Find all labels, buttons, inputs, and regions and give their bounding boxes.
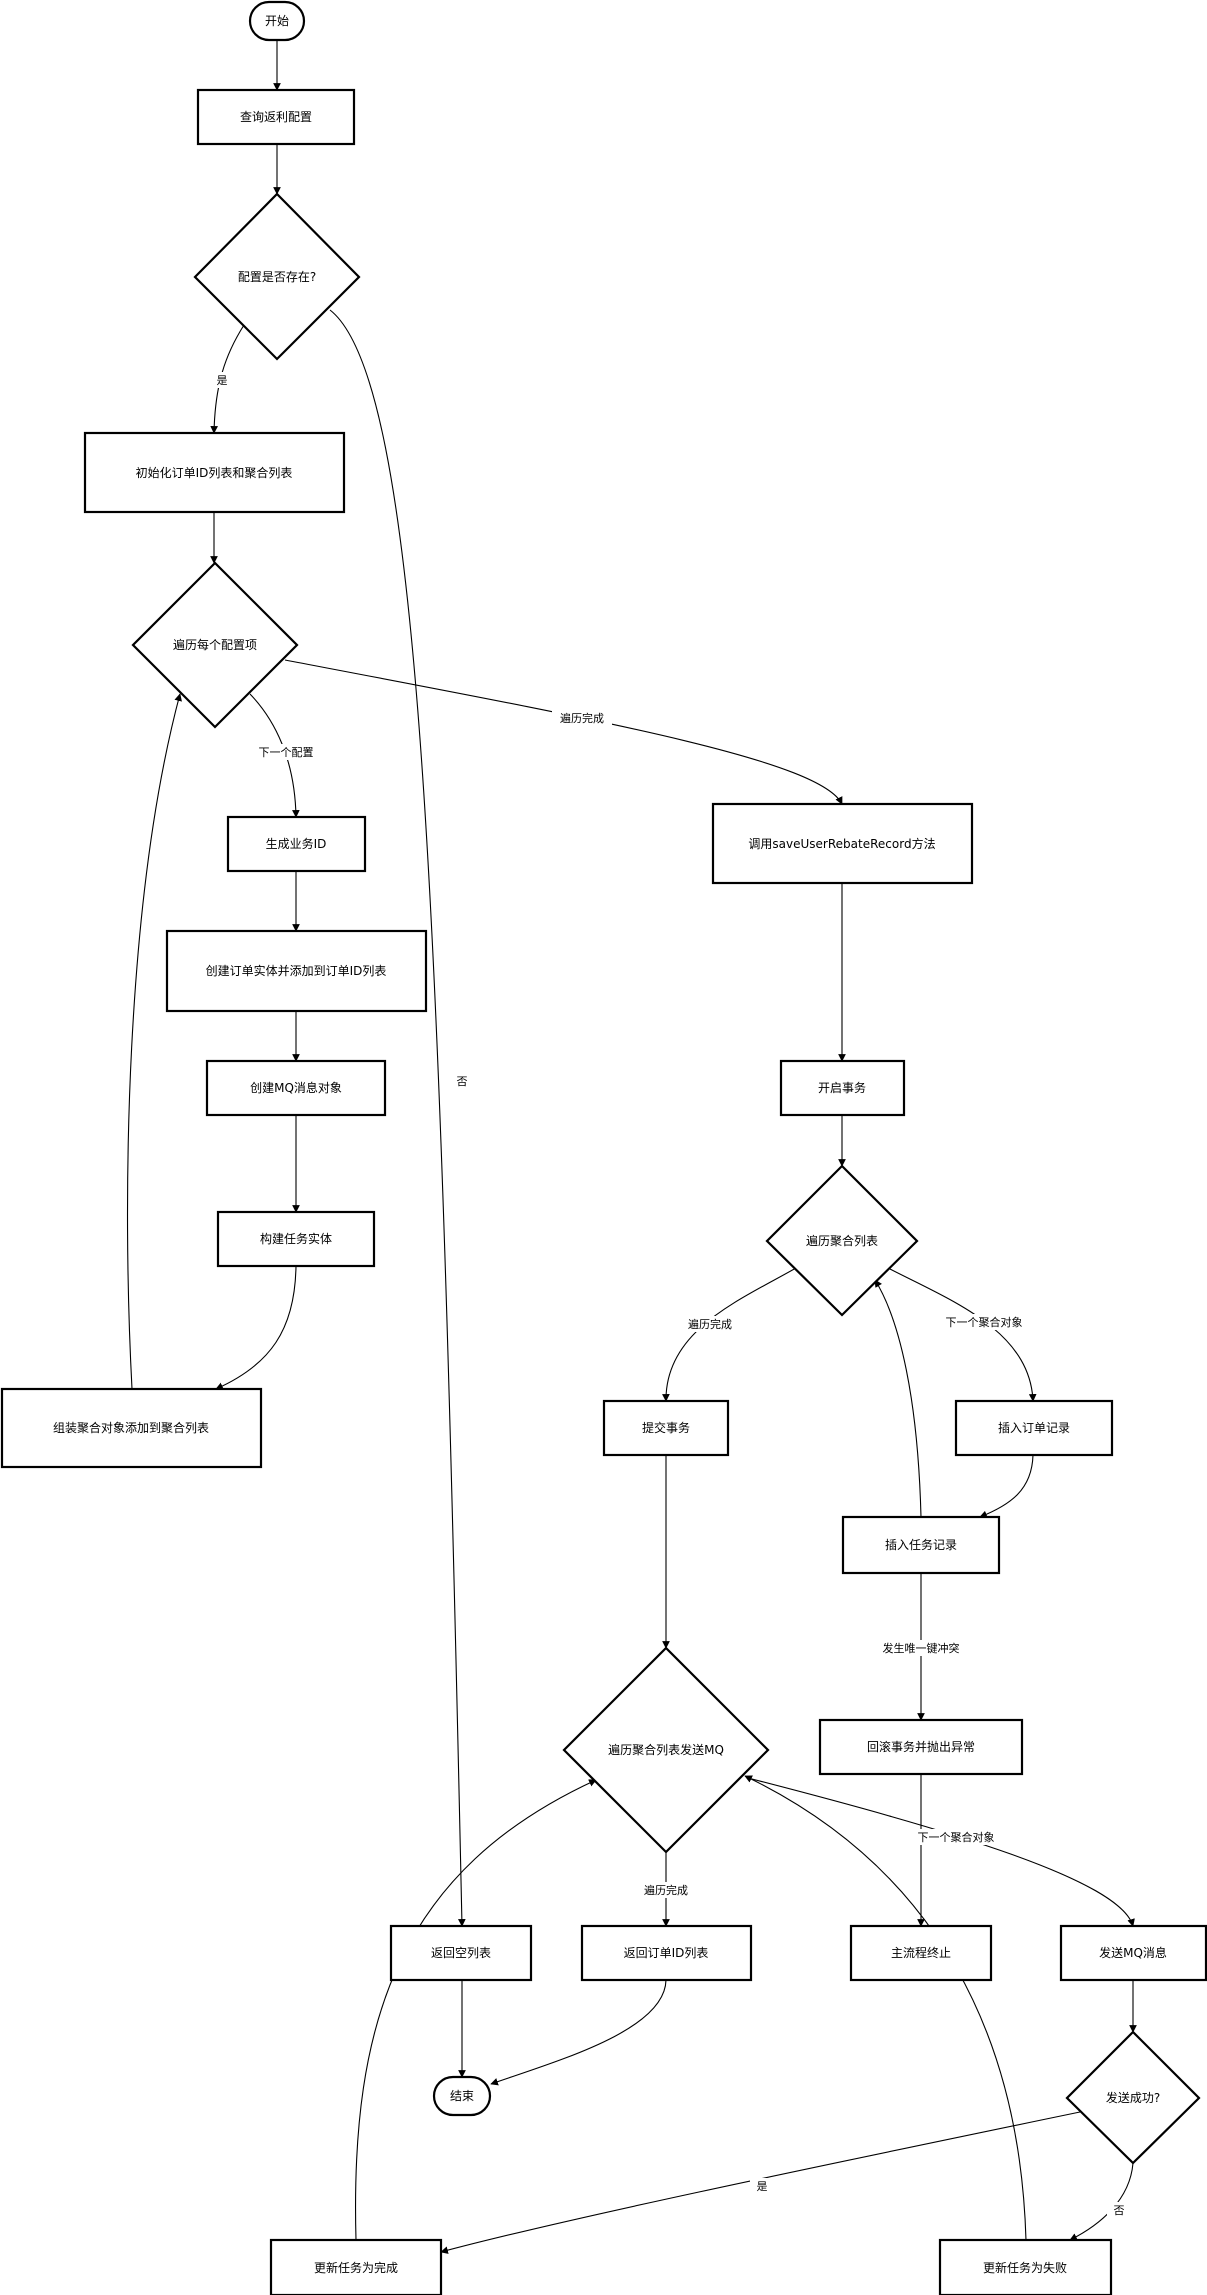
edge-decision-no: [329, 309, 466, 1927]
edge-label-next-agg-1: 下一个聚合对象: [938, 1314, 1030, 1330]
node-create-mq: 创建MQ消息对象: [205, 1059, 387, 1117]
node-query-config: 查询返利配置: [196, 88, 356, 146]
svg-text:更新任务为失败: 更新任务为失败: [983, 2260, 1067, 2275]
node-task-done: 更新任务为完成: [269, 2238, 443, 2295]
edge-loop-next-config: [249, 693, 300, 818]
edge-assemble-back-to-loop: [126, 693, 182, 1390]
edge-label-no-1: 否: [450, 1073, 474, 1089]
svg-text:创建MQ消息对象: 创建MQ消息对象: [250, 1080, 342, 1095]
svg-text:调用saveUserRebateRecord方法: 调用saveUserRebateRecord方法: [748, 836, 935, 851]
svg-text:回滚事务并抛出异常: 回滚事务并抛出异常: [867, 1739, 975, 1754]
node-config-exists: 配置是否存在?: [193, 192, 361, 361]
node-start: 开始: [248, 0, 306, 42]
node-init-lists: 初始化订单ID列表和聚合列表: [83, 431, 346, 514]
svg-text:开启事务: 开启事务: [818, 1080, 866, 1095]
svg-text:创建订单实体并添加到订单ID列表: 创建订单实体并添加到订单ID列表: [206, 963, 387, 978]
edges: [126, 40, 1137, 2254]
node-insert-task: 插入任务记录: [841, 1515, 1001, 1575]
node-loop-send-mq: 遍历聚合列表发送MQ: [562, 1646, 770, 1854]
edge-label-no-2: 否: [1107, 2202, 1131, 2218]
svg-text:初始化订单ID列表和聚合列表: 初始化订单ID列表和聚合列表: [136, 465, 293, 480]
svg-text:否: 否: [1114, 2204, 1125, 2217]
edge-fail-back-to-send-loop: [744, 1775, 1027, 2241]
edge-label-loop-done-2: 遍历完成: [680, 1316, 740, 1332]
node-loop-configs: 遍历每个配置项: [131, 561, 299, 729]
svg-text:主流程终止: 主流程终止: [891, 1945, 951, 1960]
edge-send-loop-next: [747, 1777, 1135, 1927]
svg-text:遍历每个配置项: 遍历每个配置项: [173, 637, 257, 652]
svg-text:生成业务ID: 生成业务ID: [266, 836, 327, 851]
node-commit-tx: 提交事务: [602, 1399, 730, 1457]
node-task-fail: 更新任务为失败: [938, 2238, 1113, 2295]
edge-loop-done: [284, 659, 843, 805]
svg-text:下一个聚合对象: 下一个聚合对象: [946, 1315, 1023, 1329]
node-rollback: 回滚事务并抛出异常: [818, 1718, 1024, 1776]
svg-text:返回空列表: 返回空列表: [431, 1946, 491, 1960]
edge-agg-loop-done: [662, 1267, 797, 1402]
svg-text:插入订单记录: 插入订单记录: [998, 1421, 1070, 1435]
svg-text:下一个聚合对象: 下一个聚合对象: [918, 1830, 995, 1844]
svg-text:配置是否存在?: 配置是否存在?: [238, 270, 316, 284]
edge-label-loop-done-1: 遍历完成: [552, 710, 612, 726]
svg-text:提交事务: 提交事务: [642, 1420, 690, 1435]
edge-label-next-config: 下一个配置: [250, 744, 322, 760]
svg-text:否: 否: [457, 1075, 468, 1088]
node-return-ids: 返回订单ID列表: [580, 1924, 753, 1982]
svg-text:组装聚合对象添加到聚合列表: 组装聚合对象添加到聚合列表: [53, 1420, 209, 1435]
edge-label-next-agg-2: 下一个聚合对象: [910, 1829, 1002, 1845]
edge-agg-next: [887, 1267, 1037, 1402]
svg-text:结束: 结束: [450, 2089, 474, 2103]
node-begin-tx: 开启事务: [779, 1059, 906, 1117]
node-assemble-agg: 组装聚合对象添加到聚合列表: [0, 1387, 263, 1469]
node-gen-biz-id: 生成业务ID: [226, 815, 367, 873]
svg-text:遍历完成: 遍历完成: [560, 711, 604, 725]
svg-text:是: 是: [217, 374, 228, 387]
svg-text:返回订单ID列表: 返回订单ID列表: [624, 1946, 709, 1960]
edge-done-back-to-send-loop: [355, 1779, 597, 2241]
node-main-end: 主流程终止: [849, 1924, 993, 1982]
node-create-order: 创建订单实体并添加到订单ID列表: [165, 929, 428, 1013]
svg-text:是: 是: [757, 2180, 768, 2193]
svg-text:发送成功?: 发送成功?: [1106, 2090, 1160, 2105]
svg-text:构建任务实体: 构建任务实体: [260, 1231, 332, 1246]
svg-text:下一个配置: 下一个配置: [259, 746, 314, 759]
edge-labels: 是 否 下一个配置 遍历完成 遍历完成 下一个聚合对象 发生唯一键冲突 遍历完: [210, 372, 1131, 2218]
node-return-empty: 返回空列表: [389, 1924, 533, 1982]
svg-text:查询返利配置: 查询返利配置: [240, 110, 312, 124]
svg-text:更新任务为完成: 更新任务为完成: [314, 2260, 398, 2275]
svg-text:发送MQ消息: 发送MQ消息: [1099, 1945, 1167, 1960]
node-send-ok: 发送成功?: [1065, 2030, 1201, 2165]
edge-label-yes-2: 是: [750, 2178, 774, 2194]
node-send-mq: 发送MQ消息: [1059, 1924, 1207, 1982]
svg-text:遍历完成: 遍历完成: [688, 1317, 732, 1331]
node-insert-order: 插入订单记录: [954, 1399, 1114, 1457]
edge-task-to-assemble: [215, 1265, 297, 1390]
edge-label-unique-conflict: 发生唯一键冲突: [874, 1640, 968, 1656]
svg-text:遍历完成: 遍历完成: [644, 1883, 688, 1897]
edge-check-no: [1069, 2162, 1134, 2241]
edge-return-ids-to-end: [490, 1979, 667, 2086]
node-end: 结束: [432, 2075, 492, 2117]
svg-text:发生唯一键冲突: 发生唯一键冲突: [883, 1641, 960, 1655]
edge-insert-order-to-task: [979, 1454, 1034, 1518]
svg-text:插入任务记录: 插入任务记录: [885, 1537, 957, 1552]
edge-label-loop-done-3: 遍历完成: [636, 1882, 696, 1898]
node-loop-agg: 遍历聚合列表: [765, 1164, 919, 1317]
edge-label-yes-1: 是: [210, 372, 234, 388]
node-build-task: 构建任务实体: [216, 1210, 376, 1268]
node-call-save: 调用saveUserRebateRecord方法: [711, 802, 974, 885]
svg-text:遍历聚合列表发送MQ: 遍历聚合列表发送MQ: [608, 1742, 724, 1757]
edge-insert-task-back-to-loop: [874, 1279, 922, 1518]
svg-text:开始: 开始: [265, 14, 289, 28]
edge-check-yes: [440, 2111, 1081, 2254]
svg-text:遍历聚合列表: 遍历聚合列表: [806, 1233, 878, 1248]
